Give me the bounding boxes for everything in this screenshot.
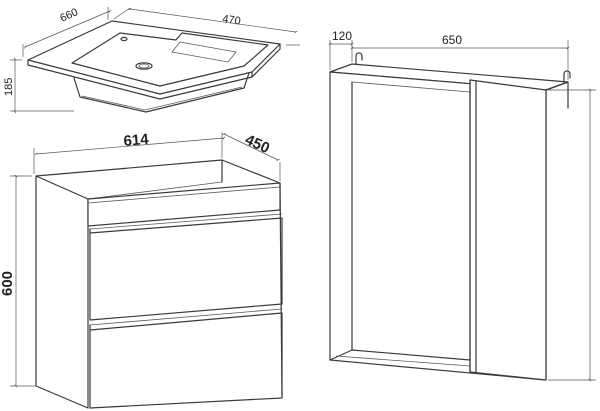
vanity-drawing (35, 159, 283, 409)
sink-depth-label: 470 (222, 13, 242, 27)
mirror-cabinet-dimensions: 120 650 750 (328, 29, 600, 382)
sink-height-label: 185 (3, 78, 15, 96)
mirror-cabinet-drawing (329, 52, 571, 381)
vanity-height-label: 600 (0, 271, 16, 296)
sink-dimensions: 660 470 185 (3, 6, 300, 114)
sink-drawing (27, 20, 281, 113)
vanity-width-label: 614 (123, 131, 150, 150)
vanity-depth-label: 450 (242, 131, 272, 157)
mirror-cabinet-height-label: 750 (597, 228, 600, 248)
mirror-cabinet-width-label: 650 (442, 33, 462, 47)
sink-width-label: 660 (58, 6, 80, 24)
mirror-cabinet-depth-label: 120 (332, 29, 352, 43)
